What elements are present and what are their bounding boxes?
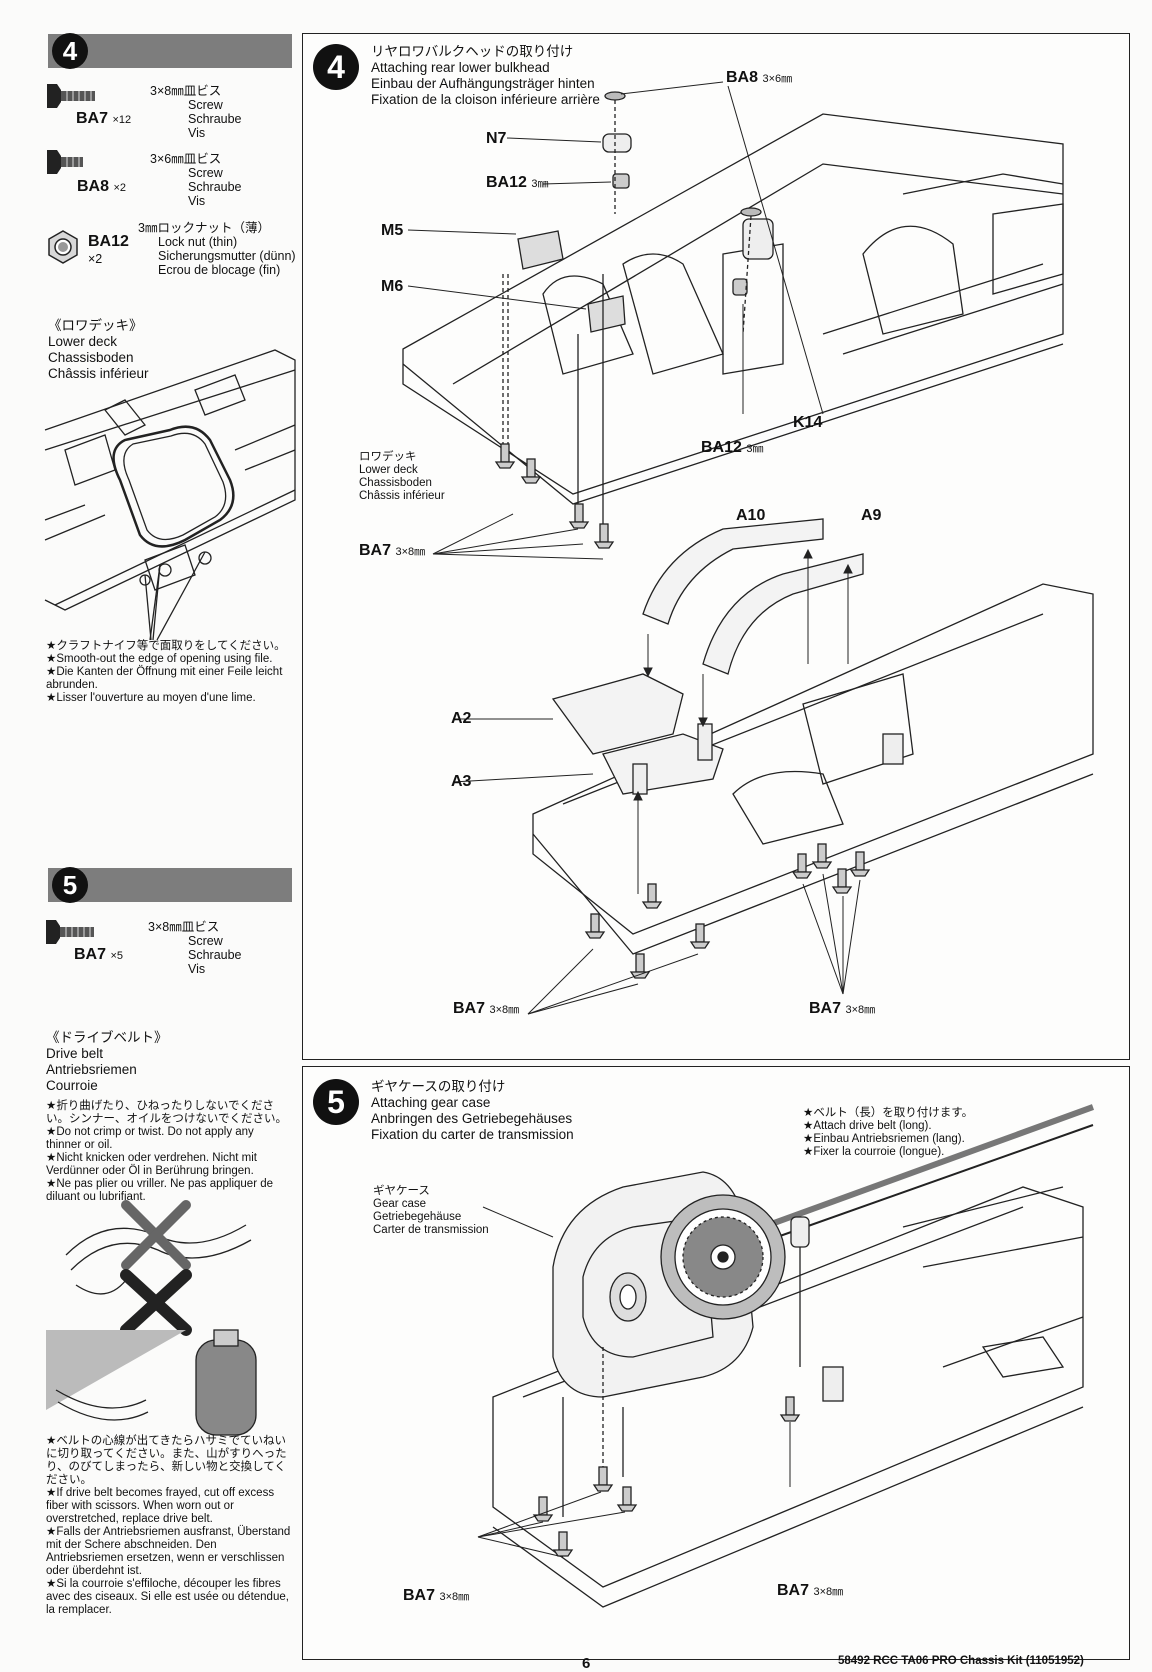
a3-callout: A3 <box>451 773 472 790</box>
ba12-qty: ×2 <box>88 252 103 266</box>
belt-fray-tips: ベルトの心線が出てきたらハサミでていねいに切り取ってください。また、山がすりへっ… <box>46 1435 291 1617</box>
flat-screw-icon <box>47 84 95 108</box>
gear-case-assembly-illustration <box>477 1104 1095 1608</box>
step5-ba7-size: 3×8㎜皿ビス <box>148 920 220 934</box>
ba7-right-callout: BA7 3×8㎜ <box>777 1582 844 1599</box>
ba12-code: BA12 <box>88 233 129 250</box>
step4-header-bar: 4 <box>48 33 292 69</box>
panel4-number: 4 <box>313 44 359 90</box>
ba8-size: 3×6㎜皿ビス <box>150 152 222 166</box>
step5-header-bar: 5 <box>48 867 292 903</box>
ba12-desc: Lock nut (thin)Sicherungsmutter (dünn)Ec… <box>158 235 296 277</box>
ba12-lower-callout: BA12 3㎜ <box>701 439 764 456</box>
step5-ba7-code: BA7 ×5 <box>74 946 124 963</box>
belt-twist-warning-illustration <box>65 1200 252 1336</box>
lower-deck-detail-illustration <box>44 349 296 641</box>
lock-nut-icon <box>48 230 78 264</box>
ba7-lower-right-callout: BA7 3×8㎜ <box>809 1000 876 1017</box>
a10-callout: A10 <box>736 507 766 524</box>
ba7-lower-left-callout: BA7 3×8㎜ <box>453 1000 520 1017</box>
flat-screw-icon <box>46 920 94 944</box>
ba7-size: 3×8㎜皿ビス <box>150 84 222 98</box>
a2-callout: A2 <box>451 710 472 727</box>
ba8-callout: BA8 3×6㎜ <box>726 69 793 86</box>
page-number: 6 <box>582 1655 591 1672</box>
rear-bulkhead-assembly-illustration <box>402 81 1094 1015</box>
a9-callout: A9 <box>861 507 882 524</box>
belt-oil-warning-illustration <box>46 1329 257 1436</box>
k14-callout: K14 <box>793 414 823 431</box>
step5-number: 5 <box>52 867 88 903</box>
ba7-upper-callout: BA7 3×8㎜ <box>359 542 426 559</box>
kit-title-footer: 58492 RCC TA06 PRO Chassis Kit (11051952… <box>838 1655 1084 1667</box>
panel5-number: 5 <box>313 1079 359 1125</box>
ba7-left-callout: BA7 3×8㎜ <box>403 1587 470 1604</box>
flat-screw-icon <box>47 150 83 174</box>
ba7-code: BA7 ×12 <box>76 110 132 127</box>
step4-smoothing-tips: クラフトナイフ等で面取りをしてください。 Smooth-out the edge… <box>46 640 291 705</box>
m5-callout: M5 <box>381 222 404 239</box>
belt-handling-tips: 折り曲げたり、ひねったりしないでください。シンナー、オイルをつけないでください。… <box>46 1100 291 1204</box>
m6-callout: M6 <box>381 278 404 295</box>
drive-belt-note: ベルト（長）を取り付けます。 Attach drive belt (long).… <box>803 1107 1023 1159</box>
ba12-size: 3㎜ロックナット（薄） <box>138 221 270 235</box>
ba8-code: BA8 ×2 <box>77 178 127 195</box>
n7-callout: N7 <box>486 130 507 147</box>
step4-number: 4 <box>52 33 88 69</box>
ba12-upper-callout: BA12 3㎜ <box>486 174 549 191</box>
